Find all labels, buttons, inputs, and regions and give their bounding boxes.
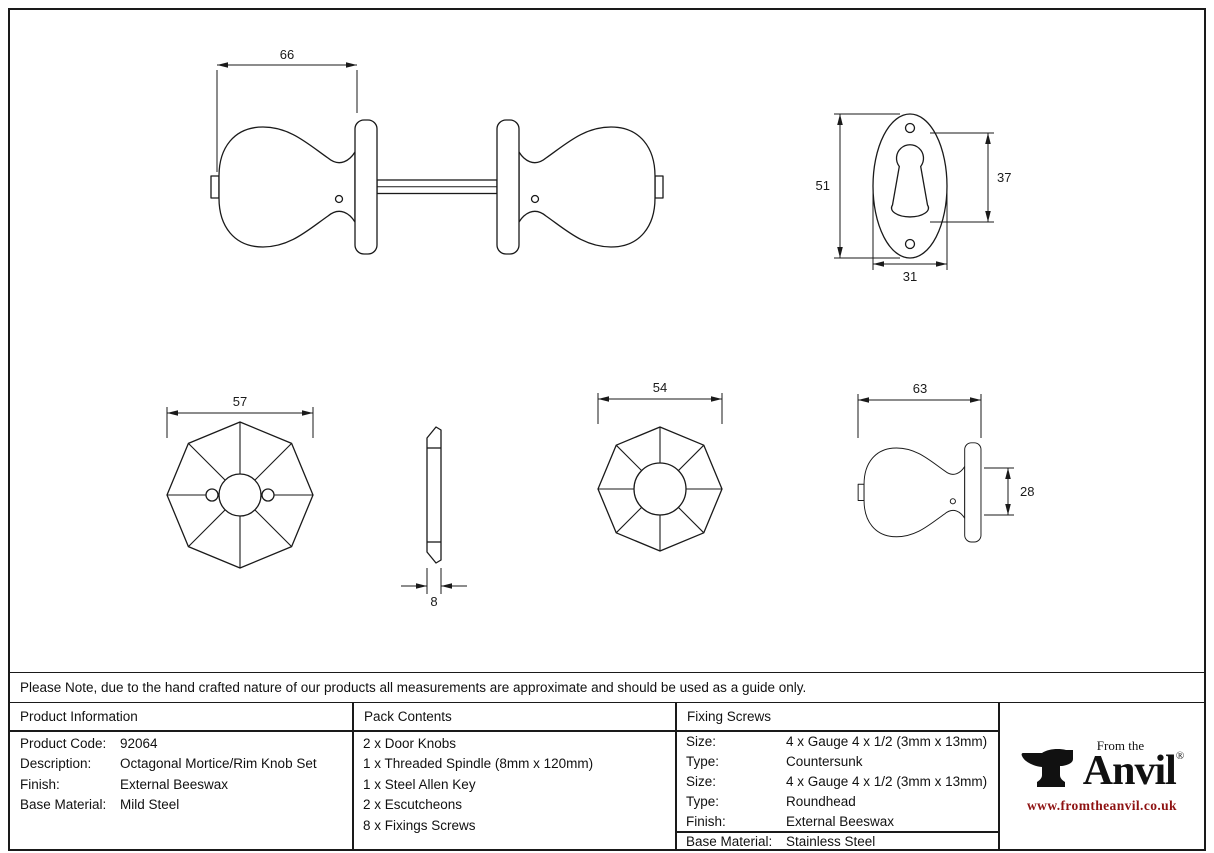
table-row: Finish: External Beeswax — [686, 811, 991, 831]
table-row: Size: 4 x Gauge 4 x 1/2 (3mm x 13mm) — [686, 771, 991, 791]
dim-escutcheon-width — [872, 192, 948, 270]
row-label: Type: — [686, 753, 720, 769]
table-row: Base Material: Stainless Steel — [686, 831, 991, 851]
row-value: Stainless Steel — [786, 833, 876, 849]
table-divider-1 — [352, 702, 354, 851]
list-item: 2 x Door Knobs — [363, 735, 457, 751]
dim-escutcheon-width-label: 31 — [903, 269, 917, 284]
technical-drawings: 66 51 37 — [166, 47, 1034, 609]
table-row: Description: Octagonal Mortice/Rim Knob … — [20, 754, 350, 775]
dim-rose-diameter-label: 57 — [233, 394, 247, 409]
row-value: 92064 — [120, 735, 158, 751]
screw-hole-top — [904, 122, 916, 134]
table-row: Product Code: 92064 — [20, 733, 350, 754]
table-row: Type: Countersunk — [686, 751, 991, 771]
keyhole — [890, 144, 930, 218]
row-value: Countersunk — [786, 753, 863, 769]
table-row: Size: 4 x Gauge 4 x 1/2 (3mm x 13mm) — [686, 731, 991, 751]
row-label: Type: — [686, 793, 720, 809]
row-value: Roundhead — [786, 793, 856, 809]
dim-knob-neck — [984, 467, 1014, 516]
dim-knob-neck-label: 28 — [1020, 484, 1034, 499]
logo-lockup: From the Anvil ® — [1020, 739, 1184, 791]
list-item: 1 x Threaded Spindle (8mm x 120mm) — [363, 756, 594, 772]
row-value: 4 x Gauge 4 x 1/2 (3mm x 13mm) — [786, 733, 988, 749]
rose-hub — [218, 473, 262, 517]
row-label: Base Material: — [686, 833, 773, 849]
row-label: Finish: — [686, 813, 726, 829]
fixing-screws-bottom-line — [675, 831, 999, 833]
dim-keyhole-span-label: 37 — [997, 170, 1011, 185]
dim-knob-face-label: 54 — [653, 380, 667, 395]
row-label: Base Material: — [20, 797, 107, 813]
drawing-escutcheon: 51 37 31 — [816, 113, 1011, 284]
brand-logo: From the Anvil ® www.fromtheanvil.co.uk — [998, 702, 1206, 851]
list-item: 8 x Fixings Screws — [363, 817, 476, 833]
rose-side-profile — [426, 426, 442, 564]
dim-rose-diameter — [166, 407, 314, 438]
dim-knob-length — [216, 62, 358, 172]
row-value: Octagonal Mortice/Rim Knob Set — [120, 756, 317, 772]
drawing-rose-side: 8 — [401, 426, 467, 609]
logo-url: www.fromtheanvil.co.uk — [1027, 798, 1177, 814]
row-label: Finish: — [20, 776, 60, 792]
dim-escutcheon-height — [834, 113, 900, 259]
row-label: Product Code: — [20, 735, 107, 751]
list-item: 1 x Steel Allen Key — [363, 776, 476, 792]
knob-side-profile — [857, 442, 982, 543]
table-divider-2 — [675, 702, 677, 851]
product-information-rows: Product Code: 92064 Description: Octagon… — [20, 733, 350, 815]
dim-escutcheon-height-label: 51 — [816, 178, 830, 193]
dim-rose-thickness — [401, 568, 467, 594]
list-item: 2 x Escutcheons — [363, 797, 463, 813]
right-knob — [496, 119, 664, 255]
table-divider-3 — [998, 702, 1000, 851]
knob-hub — [633, 462, 687, 516]
dim-knob-projection — [857, 394, 982, 438]
dim-rose-thickness-label: 8 — [430, 594, 437, 609]
dim-knob-projection-label: 63 — [913, 381, 927, 396]
drawing-knob-front: 54 — [597, 380, 723, 552]
dim-keyhole-span — [930, 132, 994, 223]
anvil-icon — [1021, 749, 1073, 788]
note-text: Please Note, due to the hand crafted nat… — [20, 680, 807, 695]
header-fixing-screws: Fixing Screws — [687, 708, 772, 724]
row-value: 4 x Gauge 4 x 1/2 (3mm x 13mm) — [786, 773, 988, 789]
table-row: Finish: External Beeswax — [20, 774, 350, 795]
row-value: Mild Steel — [120, 797, 180, 813]
row-value: External Beeswax — [786, 813, 895, 829]
header-pack-contents: Pack Contents — [364, 708, 452, 724]
table-header-underline — [8, 730, 999, 732]
fixing-screws-rows: Size: 4 x Gauge 4 x 1/2 (3mm x 13mm) Typ… — [686, 731, 991, 851]
table-row: Type: Roundhead — [686, 791, 991, 811]
row-label: Size: — [686, 733, 717, 749]
drawing-knob-pair-side-view: 66 — [210, 47, 664, 255]
registered-mark: ® — [1175, 749, 1185, 762]
header-product-information: Product Information — [20, 708, 138, 724]
drawing-knob-side: 63 28 — [857, 381, 1034, 543]
logo-name: Anvil — [1082, 747, 1177, 794]
rose-screw-left — [205, 488, 219, 502]
note-row: Please Note, due to the hand crafted nat… — [8, 672, 1206, 703]
dim-knob-length-label: 66 — [280, 47, 294, 62]
table-row: Base Material: Mild Steel — [20, 795, 350, 816]
rose-screw-right — [261, 488, 275, 502]
logo-text: From the Anvil ® — [1082, 737, 1185, 794]
screw-hole-bottom — [904, 238, 916, 250]
row-label: Size: — [686, 773, 717, 789]
pack-contents-rows: 2 x Door Knobs 1 x Threaded Spindle (8mm… — [363, 733, 668, 836]
logo-tagline: From the — [1096, 737, 1145, 753]
left-knob — [210, 119, 378, 255]
drawing-rose-front: 57 — [166, 394, 314, 569]
row-label: Description: — [20, 756, 92, 772]
row-value: External Beeswax — [120, 776, 229, 792]
dim-knob-face — [597, 393, 723, 424]
